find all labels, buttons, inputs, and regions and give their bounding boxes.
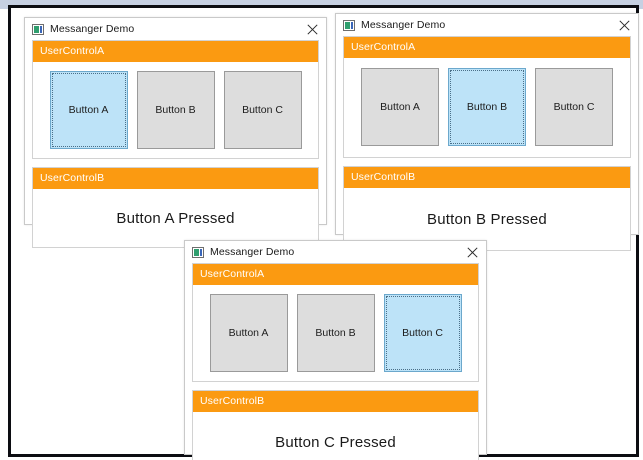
- panel-body-usercontrol-a: Button A Button B Button C: [344, 58, 630, 157]
- app-window-icon: [192, 246, 204, 258]
- panel-usercontrol-a: UserControlA Button A Button B Button C: [32, 40, 319, 159]
- button-c[interactable]: Button C: [535, 68, 613, 146]
- close-icon[interactable]: [614, 16, 634, 34]
- titlebar[interactable]: Messanger Demo: [25, 18, 326, 40]
- panel-usercontrol-b: UserControlB Button C Pressed: [192, 390, 479, 460]
- panel-header-usercontrol-b: UserControlB: [193, 391, 478, 412]
- panel-body-usercontrol-a: Button A Button B Button C: [193, 285, 478, 381]
- app-window-icon: [343, 19, 355, 31]
- buttons-row: Button A Button B Button C: [33, 62, 318, 158]
- window-messanger-demo-c[interactable]: Messanger Demo UserControlA Button A But…: [184, 240, 487, 460]
- app-window-icon: [32, 23, 44, 35]
- button-c[interactable]: Button C: [383, 294, 462, 372]
- button-a[interactable]: Button A: [209, 294, 288, 372]
- panel-header-usercontrol-b: UserControlB: [33, 168, 318, 189]
- panel-usercontrol-b: UserControlB Button B Pressed: [343, 166, 631, 251]
- panel-usercontrol-a: UserControlA Button A Button B Button C: [192, 263, 479, 382]
- panel-header-usercontrol-a: UserControlA: [344, 37, 630, 58]
- panel-usercontrol-b: UserControlB Button A Pressed: [32, 167, 319, 248]
- buttons-row: Button A Button B Button C: [344, 58, 630, 157]
- close-icon[interactable]: [302, 20, 322, 38]
- window-title: Messanger Demo: [210, 246, 295, 258]
- titlebar[interactable]: Messanger Demo: [336, 14, 638, 36]
- button-b[interactable]: Button B: [296, 294, 375, 372]
- button-b[interactable]: Button B: [448, 68, 526, 146]
- desktop-top-strip: [0, 0, 643, 9]
- window-messanger-demo-a[interactable]: Messanger Demo UserControlA Button A But…: [24, 17, 327, 248]
- panel-header-usercontrol-a: UserControlA: [193, 264, 478, 285]
- panel-usercontrol-a: UserControlA Button A Button B Button C: [343, 36, 631, 158]
- panel-body-usercontrol-a: Button A Button B Button C: [33, 62, 318, 158]
- button-c[interactable]: Button C: [223, 71, 302, 149]
- button-a[interactable]: Button A: [49, 71, 128, 149]
- buttons-row: Button A Button B Button C: [193, 285, 478, 381]
- close-icon[interactable]: [462, 243, 482, 261]
- button-a[interactable]: Button A: [361, 68, 439, 146]
- status-message: Button C Pressed: [193, 412, 478, 460]
- window-title: Messanger Demo: [50, 23, 135, 35]
- status-message: Button A Pressed: [33, 189, 318, 247]
- panel-header-usercontrol-b: UserControlB: [344, 167, 630, 188]
- capture-frame: Messanger Demo UserControlA Button A But…: [8, 5, 639, 460]
- window-messanger-demo-b[interactable]: Messanger Demo UserControlA Button A But…: [335, 13, 639, 251]
- titlebar[interactable]: Messanger Demo: [185, 241, 486, 263]
- window-title: Messanger Demo: [361, 19, 446, 31]
- button-b[interactable]: Button B: [136, 71, 215, 149]
- panel-header-usercontrol-a: UserControlA: [33, 41, 318, 62]
- status-message: Button B Pressed: [344, 188, 630, 250]
